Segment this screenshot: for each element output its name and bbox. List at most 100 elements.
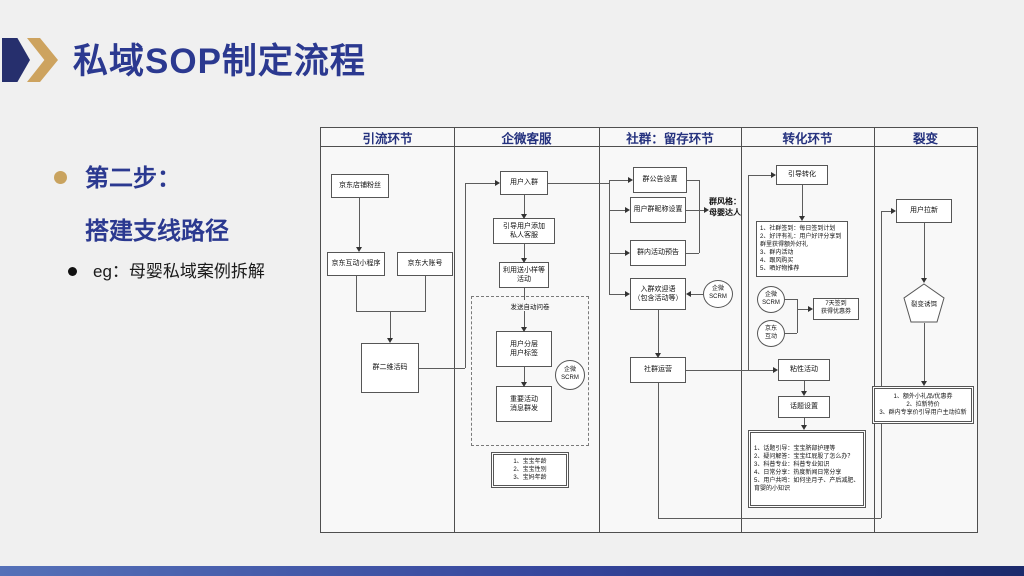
node-wecom-scrm-circle: 企微 SCRM [703,280,733,308]
pentagon-shape-icon [903,283,945,323]
node-jd-interaction-circle: 京东 互动 [757,320,785,347]
node-conversion-tactics: 1、社群签到：每日签到计划 2、好评有礼：用户好评分享到群里获得额外好礼 3、群… [756,221,848,277]
auto-survey-dashed-group [471,296,589,446]
flow-line [785,299,797,300]
arrowhead [356,247,362,252]
flow-line [881,211,891,212]
page-title: 私域SOP制定流程 [73,42,366,81]
node-wecom-scrm-circle: 企微 SCRM [555,360,585,390]
flow-line [804,418,805,425]
flow-line [804,381,805,391]
flow-line [797,299,798,333]
flowchart: 引流环节 企微客服 社群：留存环节 转化环节 裂变 京东店铺粉丝 京东互动小程序… [320,127,978,533]
title-chevron-gold-icon [27,38,58,82]
arrowhead [495,180,500,186]
arrowhead [521,382,527,387]
arrowhead [655,353,661,358]
flow-line [356,311,426,312]
node-community-operation: 社群运营 [630,357,686,383]
arrowhead [521,214,527,219]
lane-header-community: 社群：留存环节 [599,128,741,147]
flow-line [465,183,466,368]
flow-line [802,185,803,216]
arrowhead [921,381,927,386]
arrowhead [891,208,896,214]
bottom-accent-bar [0,566,1024,576]
node-welcome-message: 入群欢迎语 （包含活动等） [630,278,686,310]
flow-line [748,175,771,176]
flow-line [524,288,525,300]
node-jd-store-fans: 京东店铺粉丝 [331,174,389,198]
arrowhead [773,367,778,373]
node-group-nickname: 用户群昵称设置 [630,197,686,223]
arrowhead [521,258,527,263]
flow-line [658,518,881,519]
node-group-announcement: 群公告设置 [633,167,687,193]
flow-line [465,183,495,184]
flow-line [687,180,699,181]
flow-line [548,183,609,184]
node-guide-add-private-cs: 引导用户添加 私人客服 [493,218,555,244]
lane-divider [454,128,455,532]
node-user-tiering: 用户分层 用户标签 [496,331,552,367]
lane-divider [599,128,600,532]
flow-line [609,180,610,294]
flow-line [419,368,465,369]
flow-line [609,294,625,295]
lane-divider [741,128,742,532]
note-bullet-icon [68,267,77,276]
lane-header-fission: 裂变 [874,128,977,147]
node-jd-mini-program: 京东互动小程序 [327,252,385,276]
lane-divider [874,128,875,532]
step-label: 第二步： [85,165,181,192]
node-group-qr-code: 群二维活码 [361,343,419,393]
flow-line [609,210,625,211]
auto-survey-title: 发送自动问卷 [510,304,550,311]
flow-line [699,180,700,253]
node-fission-incentives: 1、额外小礼品/优惠券 2、拉新特价 3、群内专享价引导用户主动拉新 [872,386,974,424]
node-wecom-scrm-circle: 企微 SCRM [757,286,785,313]
flow-line [797,309,808,310]
node-jd-main-account: 京东大账号 [397,252,453,276]
lane-header-acquisition: 引流环节 [321,128,454,147]
flow-line [691,294,703,295]
flow-line [609,180,628,181]
arrowhead [387,338,393,343]
arrowhead [704,207,709,213]
arrowhead [625,250,630,256]
node-topic-setting: 话题设置 [778,396,830,418]
step-bullet-icon [54,171,67,184]
flow-line [658,310,659,353]
arrowhead [808,306,813,312]
arrowhead [625,207,630,213]
lane-header-wecom: 企微客服 [454,128,599,147]
flow-line [359,198,360,247]
flow-line [686,253,699,254]
node-user-join-group: 用户入群 [500,171,548,195]
node-topic-list: 1、话题引导：宝宝脐部护理等 2、疑问解答：宝宝红屁股了怎么办？ 3、科普专业：… [748,430,866,508]
node-sample-activity: 利用送小样等 活动 [499,262,549,288]
flow-line [881,211,882,518]
title-chevron-navy-icon [2,38,30,82]
arrowhead [921,278,927,283]
arrowhead [771,172,776,178]
node-key-activity-broadcast: 重要活动 消息群发 [496,386,552,422]
flow-line [686,210,704,211]
arrowhead [801,425,807,430]
arrowhead [686,291,691,297]
arrowhead [801,391,807,396]
flow-line [524,367,525,382]
flow-line [924,223,925,278]
arrowhead [625,291,630,297]
flow-line [748,370,773,371]
flow-line [924,323,925,381]
flow-line [686,370,748,371]
flow-line [390,311,391,338]
step-title: 搭建支线路径 [85,218,229,245]
flow-line [425,276,426,311]
arrowhead [521,327,527,332]
step-note: eg：母婴私域案例拆解 [93,262,265,281]
flow-line [658,383,659,518]
flow-line [785,333,797,334]
